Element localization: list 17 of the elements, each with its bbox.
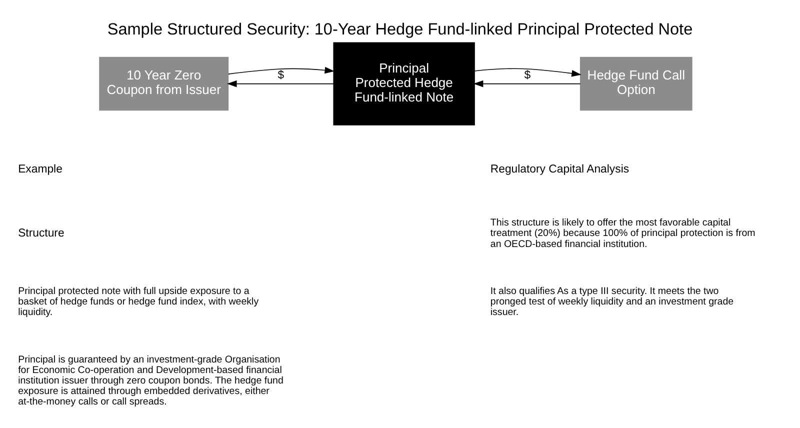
node-box: Principal Protected Hedge Fund-linked Note — [333, 42, 475, 125]
arrow — [228, 66, 335, 74]
diagram-title: Sample Structured Security: 10-Year Hedge Fund-linked Principal Protected Note — [107, 20, 693, 38]
arrow — [227, 80, 334, 87]
label: Structure — [18, 227, 64, 240]
label: Principal is guaranteed by an investment-grade Organisation for Economic Co-operation and Development-based financial institution issuer through zero coupon bonds. The hedge fund exposure is attained through embedded derivatives, either at-the-money calls or call spreads. — [18, 354, 284, 408]
label: It also qualifies As a type III security. It meets the two pronged test of weekly liquidity and an investment grade issuer. — [490, 285, 734, 318]
label: This structure is likely to offer the most favorable capital treatment (20%) because 100% of principal protection is from an OECD-based financial institution. — [490, 217, 756, 250]
label: Example — [18, 163, 62, 176]
label: Principal protected note with full upside exposure to a basket of hedge funds or hedge fund index, with weekly liquidity. — [18, 285, 259, 318]
arrow — [474, 68, 582, 76]
label: Regulatory Capital Analysis — [490, 163, 630, 176]
edge-label: $ — [524, 68, 531, 81]
edge-label: $ — [278, 68, 284, 81]
node-box: 10 Year Zero Coupon from Issuer — [99, 56, 229, 110]
node-box: Hedge Fund Call Option — [580, 56, 692, 110]
arrow — [473, 80, 581, 87]
